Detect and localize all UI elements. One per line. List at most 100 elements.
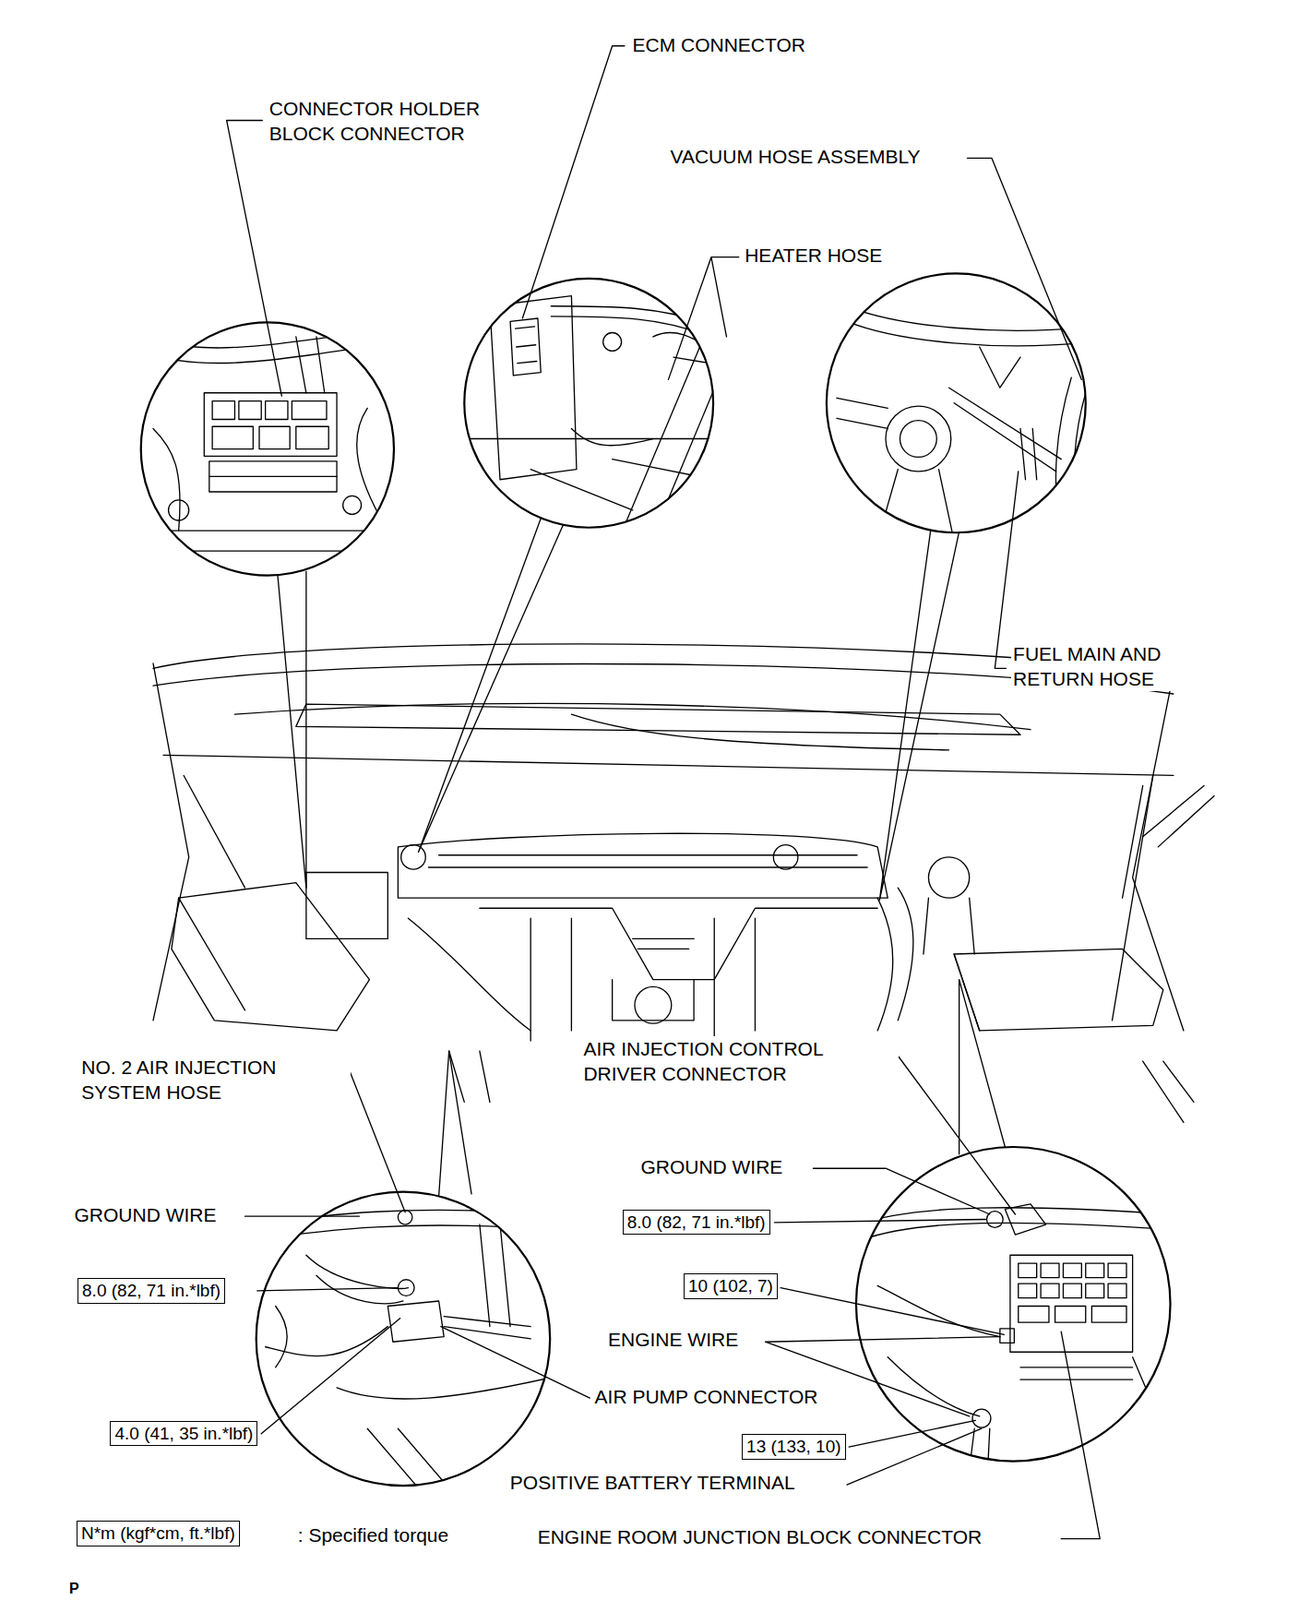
detail-circle-ecm <box>464 278 735 537</box>
engine-bay-part <box>773 845 799 870</box>
leader-lines-part <box>522 46 625 319</box>
engine-bay-part <box>923 897 975 954</box>
leader-lines-part <box>812 1167 990 1215</box>
part-name: CONNECTOR HOLDER BLOCK CONNECTOR <box>267 95 512 147</box>
callout-wedges-part <box>879 530 959 900</box>
callout-wedges-part <box>439 1050 472 1196</box>
detail-circle-junction-block-part-part <box>1010 1254 1133 1352</box>
detail-circle-junction-block-part-part <box>1040 1263 1060 1277</box>
detail-circle-connector-holder-part-part <box>168 500 190 521</box>
engine-bay-part <box>612 979 694 1021</box>
detail-circle-vacuum-fuel-part <box>836 306 1092 541</box>
callout-wedges-part <box>277 571 307 888</box>
engine-bay-part <box>953 953 980 1031</box>
engine-bay-part <box>632 938 694 949</box>
engine-bay-part <box>306 872 388 940</box>
torque-value: 8.0 (82, 71 in.*lbf) <box>622 1209 771 1236</box>
engine-bay-part <box>183 774 1144 898</box>
detail-circle-junction-block-part-part <box>1020 1357 1164 1429</box>
engine-bay-part <box>571 714 949 751</box>
part-name: GROUND WIRE <box>638 1154 785 1180</box>
detail-circle-connector-holder-part-part <box>296 426 329 449</box>
detail-circle-ecm-part-part <box>510 318 541 376</box>
leader-lines-part <box>883 1052 1016 1215</box>
detail-circle-ecm-part-part <box>515 326 537 364</box>
engine-bay-part <box>1112 774 1154 1020</box>
detail-circle-connector-holder-part-part <box>343 495 362 514</box>
engine-bay-part <box>296 703 1021 735</box>
detail-circle-connector-holder-part-part <box>259 426 290 449</box>
detail-circle-junction-block-part-part <box>1062 1263 1082 1277</box>
part-name: AIR PUMP CONNECTOR <box>593 1383 821 1409</box>
detail-circle-connector-holder-part-part <box>291 401 327 420</box>
leader-lines-part <box>245 1215 360 1217</box>
detail-circle-connector-holder <box>141 321 399 575</box>
leader-lines-part <box>667 257 739 381</box>
detail-circle-junction-block-part-part <box>1091 1306 1127 1323</box>
engine-bay-part <box>401 845 427 870</box>
detail-circle-junction-block <box>856 1146 1174 1469</box>
part-name: VACUUM HOSE ASSEMBLY <box>667 143 922 169</box>
detail-circle-ecm-part-part <box>464 438 715 440</box>
leader-lines-part <box>226 119 283 396</box>
torque-value: 13 (133, 10) <box>741 1433 846 1460</box>
detail-circle-connector-holder-part-part <box>209 476 337 477</box>
detail-circle-connector-holder-part-part <box>143 326 398 364</box>
detail-circle-junction-block-part-part <box>1108 1263 1127 1277</box>
detail-circle-junction-block-part-part <box>1085 1263 1105 1277</box>
detail-circle-connector-holder-part-part <box>143 530 398 551</box>
detail-circle-junction-block-part-part <box>1108 1283 1127 1298</box>
engine-bay-part <box>429 855 869 868</box>
engine-bay-part <box>234 703 1031 729</box>
engine-bay-part <box>407 917 531 1031</box>
part-name: ENGINE ROOM JUNCTION BLOCK CONNECTOR <box>536 1524 984 1550</box>
part-name: ENGINE WIRE <box>606 1326 740 1352</box>
detail-circle-junction-block-part-part <box>1040 1283 1060 1298</box>
engine-bay-part <box>178 897 246 1011</box>
detail-circle-connector-holder-part-part <box>238 401 262 420</box>
leader-lines-part <box>261 1318 400 1434</box>
detail-circle-air-pump-part-part <box>255 1209 552 1240</box>
callout-wedges <box>277 518 1005 1196</box>
detail-circle-junction-block-part <box>856 1146 1171 1462</box>
detail-circle-air-pump-part <box>256 1191 550 1486</box>
detail-circle-junction-block-part-part <box>972 1408 991 1428</box>
detail-circle-junction-block-part-part <box>1000 1328 1014 1343</box>
detail-circle-connector-holder-part-part <box>203 393 337 457</box>
detail-circle-vacuum-fuel-part-part <box>1020 428 1037 479</box>
detail-circle-connector-holder-part-part <box>296 336 325 394</box>
leader-lines-part <box>780 1287 1004 1335</box>
detail-circle-connector-holder-part-part <box>212 426 253 449</box>
detail-circle-vacuum-fuel-part-part <box>836 397 888 429</box>
detail-circle-ecm-part-part <box>603 333 622 352</box>
callout-wedges-part <box>959 979 1006 1155</box>
engine-bay-part <box>1143 1060 1194 1122</box>
detail-circle-ecm-part-part <box>622 336 730 537</box>
detail-circle-air-pump <box>255 1191 552 1501</box>
detail-circle-junction-block-part-part <box>877 1285 1001 1417</box>
detail-circle-connector-holder-part-part <box>209 461 337 492</box>
leader-lines <box>226 46 1101 1539</box>
detail-circle-ecm-part-part <box>489 296 577 480</box>
leader-lines-part <box>966 157 1082 380</box>
detail-circle-vacuum-fuel <box>826 273 1093 541</box>
detail-circle-junction-block-part-part <box>969 1428 990 1469</box>
leader-lines-part <box>848 1419 976 1447</box>
detail-circle-connector-holder-part-part <box>212 401 235 420</box>
engine-bay-part <box>877 887 914 1031</box>
detail-circle-vacuum-fuel-part-part <box>846 306 1092 346</box>
detail-circle-air-pump-part-part <box>397 1279 415 1297</box>
callout-wedges-part <box>418 518 564 853</box>
leader-lines-part <box>1060 1331 1100 1538</box>
detail-circle-junction-block-part-part <box>1055 1306 1086 1323</box>
legend-unit-box: N*m (kgf*cm, ft.*lbf) <box>76 1520 240 1547</box>
detail-circle-junction-block-part-part <box>1085 1283 1105 1298</box>
part-name: POSITIVE BATTERY TERMINAL <box>508 1469 798 1495</box>
part-name: ECM CONNECTOR <box>631 32 808 58</box>
detail-circle-air-pump-part-part <box>306 1254 409 1304</box>
detail-circle-vacuum-fuel-part-part <box>949 387 1062 472</box>
engine-bay-part <box>171 882 370 1031</box>
detail-circle-ecm-part-part <box>550 306 715 339</box>
detail-circle-air-pump-part-part <box>443 1316 531 1339</box>
detail-circle-air-pump-part-part <box>336 1377 551 1399</box>
